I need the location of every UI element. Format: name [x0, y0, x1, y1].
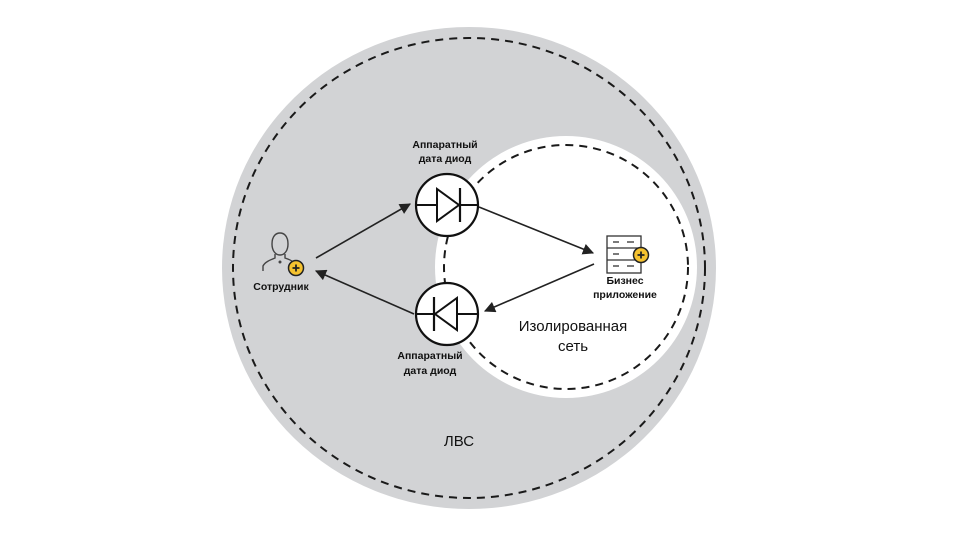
arrow-app-to-diode-bottom — [483, 263, 595, 313]
plus-badge-icon — [632, 246, 650, 264]
plus-badge-icon — [287, 259, 305, 277]
business-app-node[interactable]: Бизнес приложение — [593, 235, 657, 301]
diode-bottom-label-line2: дата диод — [404, 365, 457, 377]
employee-label: Сотрудник — [253, 281, 309, 293]
isolated-zone-boundary — [443, 144, 689, 390]
business-app-label-line1: Бизнес — [606, 275, 643, 287]
lan-zone-boundary — [232, 37, 706, 499]
isolated-zone-fill — [435, 136, 697, 398]
arrow-diode-top-to-app — [478, 206, 595, 255]
diode-bottom-label-line1: Аппаратный — [397, 350, 462, 362]
diode-top-label-line1: Аппаратный — [412, 139, 477, 151]
business-app-label-line2: приложение — [593, 289, 657, 301]
diode-top-node[interactable]: Аппаратный дата диод — [412, 139, 480, 238]
diode-bottom-node[interactable]: Аппаратный дата диод — [397, 281, 480, 377]
arrow-diode-bottom-to-employee — [314, 269, 415, 315]
person-icon — [262, 232, 294, 271]
lan-zone-label: ЛВС — [444, 433, 474, 450]
arrow-employee-to-diode-top — [315, 203, 411, 259]
isolated-zone — [435, 136, 697, 398]
employee-node[interactable]: Сотрудник — [253, 232, 309, 293]
diode-top-label-line2: дата диод — [419, 153, 472, 165]
isolated-zone-label-line1: Изолированная — [519, 318, 628, 335]
isolated-zone-label-line2: сеть — [558, 338, 588, 355]
diode-forward-icon — [414, 172, 480, 238]
diode-reverse-icon — [414, 281, 480, 347]
